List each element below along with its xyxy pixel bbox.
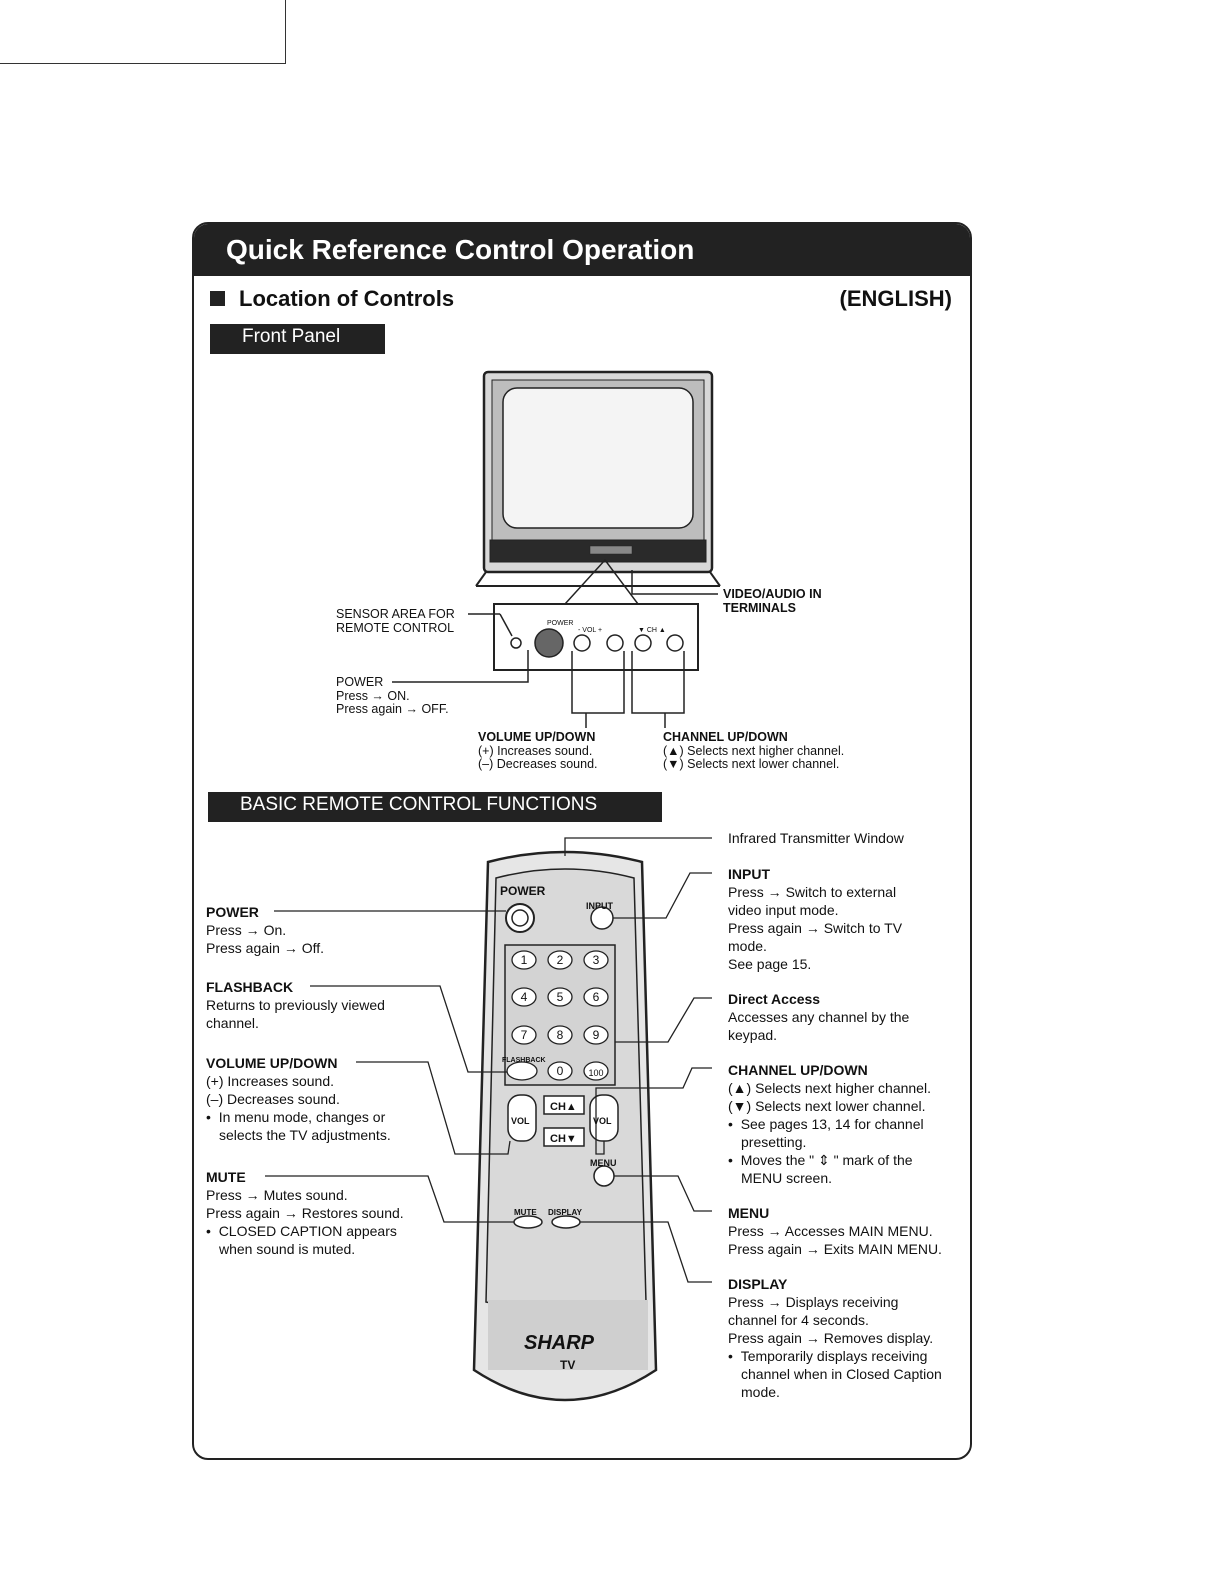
display-desc: DISPLAY Press → Displays receiving chann… [728, 1276, 942, 1400]
menu-desc: MENU Press → Accesses MAIN MENU. Press a… [728, 1205, 942, 1257]
remote-vol-right-label: VOL [593, 1116, 612, 1126]
panel-power-label: POWER [547, 620, 574, 627]
remote-ch-down-label: CH▼ [550, 1133, 577, 1145]
input-desc: INPUT Press → Switch to external video i… [728, 866, 903, 972]
remote-display-label: DISPLAY [548, 1208, 582, 1217]
key-2: 2 [556, 953, 564, 967]
sensor-label: SENSOR AREA FOR REMOTE CONTROL [336, 607, 455, 635]
remote-ch-up-label: CH▲ [550, 1101, 577, 1113]
remote-mute-label: MUTE [514, 1208, 537, 1217]
key-4: 4 [520, 990, 528, 1004]
remote-volume-desc: VOLUME UP/DOWN (+) Increases sound. (–) … [206, 1055, 391, 1143]
mute-desc: MUTE Press → Mutes sound. Press again → … [206, 1169, 404, 1257]
flashback-desc: FLASHBACK Returns to previously viewed c… [206, 979, 385, 1031]
key-6: 6 [592, 990, 600, 1004]
brand-logo: SHARP [524, 1332, 595, 1354]
key-5: 5 [556, 990, 564, 1004]
front-volume-desc: VOLUME UP/DOWN (+) Increases sound. (–) … [478, 730, 598, 771]
remote-illustration [472, 850, 658, 1402]
front-channel-desc: CHANNEL UP/DOWN (▲) Selects next higher … [663, 730, 845, 771]
panel-power-button [534, 628, 564, 658]
infrared-label: Infrared Transmitter Window [728, 830, 904, 846]
page-title: Quick Reference Control Operation [226, 234, 695, 265]
panel-vol-label: - VOL + [578, 627, 603, 634]
key-3: 3 [592, 953, 600, 967]
remote-input-label: INPUT [586, 901, 613, 911]
panel-ch-label: ▼ CH ▲ [638, 627, 666, 634]
brand-sub: TV [560, 1358, 576, 1372]
remote-functions-tab: BASIC REMOTE CONTROL FUNCTIONS [208, 792, 662, 822]
key-1: 1 [520, 953, 528, 967]
front-panel-detail [392, 558, 718, 728]
front-panel-tab: Front Panel [210, 324, 385, 354]
remote-menu-label: MENU [590, 1158, 617, 1168]
tv-illustration [475, 370, 721, 587]
key-9: 9 [592, 1028, 600, 1042]
remote-leader-lines [265, 837, 712, 1283]
section-heading: Location of Controls [210, 286, 454, 312]
square-bullet-icon [210, 291, 225, 306]
remote-channel-desc: CHANNEL UP/DOWN (▲) Selects next higher … [728, 1062, 931, 1186]
key-0: 0 [556, 1064, 564, 1078]
remote-flashback-label: FLASHBACK [502, 1057, 546, 1064]
video-audio-label: VIDEO/AUDIO IN TERMINALS [723, 587, 822, 615]
language-label: (ENGLISH) [839, 286, 952, 311]
remote-power-label: POWER [500, 884, 546, 898]
key-7: 7 [520, 1028, 528, 1042]
remote-vol-left-label: VOL [511, 1116, 530, 1126]
key-8: 8 [556, 1028, 564, 1042]
direct-access-desc: Direct Access Accesses any channel by th… [728, 991, 910, 1043]
front-power-desc: POWER Press → ON. Press again → OFF. [336, 675, 449, 716]
corner-box [0, 0, 286, 64]
header-bar: Quick Reference Control Operation [194, 224, 970, 276]
reference-frame: Quick Reference Control Operation Locati… [192, 222, 972, 1460]
key-100: 100 [588, 1068, 604, 1078]
remote-power-desc: POWER Press → On. Press again → Off. [206, 904, 325, 956]
